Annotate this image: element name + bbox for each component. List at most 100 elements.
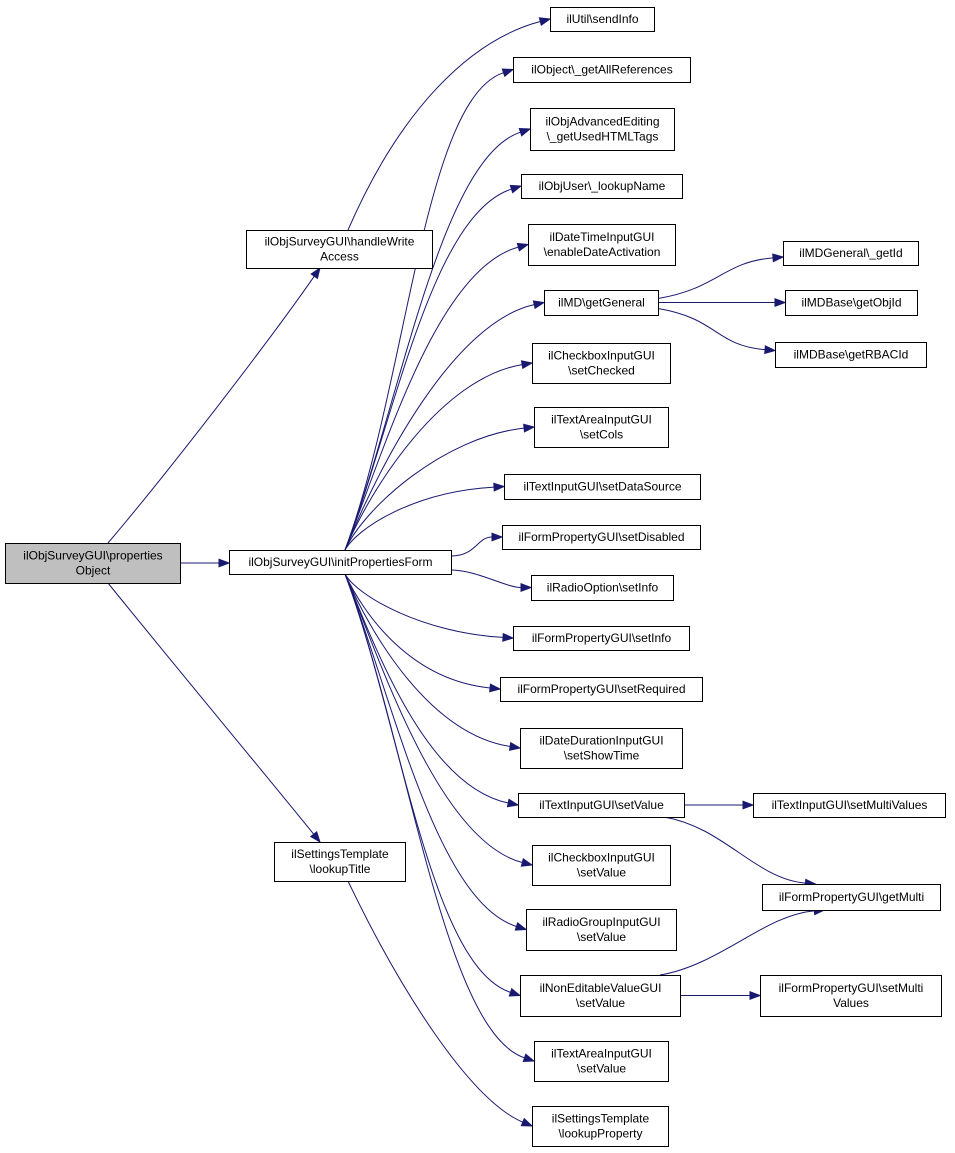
node-ipf[interactable]: ilObjSurveyGUI\initPropertiesForm <box>229 550 452 575</box>
edge-ipf-gg <box>344 304 535 551</box>
node-label: ilObject\_getAllReferences <box>531 63 672 77</box>
node-label: \setValue <box>577 930 626 944</box>
node-mdg[interactable]: ilMDGeneral\_getId <box>783 241 919 266</box>
node-box <box>500 677 703 702</box>
node-label: \setCols <box>580 428 623 442</box>
node-gmul[interactable]: ilFormPropertyGUI\getMulti <box>762 884 941 911</box>
arrowhead-ipf-gar <box>501 68 515 78</box>
node-label: ilSettingsTemplate <box>291 847 389 861</box>
node-sds[interactable]: ilTextInputGUI\setDataSource <box>504 474 701 500</box>
node-grb[interactable]: ilMDBase\getRBACId <box>775 342 927 368</box>
edge-root-lt <box>107 582 315 835</box>
node-label: ilTextInputGUI\setValue <box>539 798 664 812</box>
arrowhead-ipf-fpsi <box>502 632 515 642</box>
node-box <box>521 174 683 199</box>
node-tasc[interactable]: ilTextAreaInputGUI\setCols <box>534 407 669 448</box>
node-box <box>531 575 674 601</box>
edge-gg-grb <box>657 308 766 351</box>
arrowhead-ipf-oae <box>518 128 532 137</box>
call-edges <box>107 17 826 1127</box>
node-label: \lookupProperty <box>558 1127 642 1141</box>
node-box <box>775 342 927 368</box>
arrowhead-ipf-sreq <box>489 683 502 693</box>
node-box <box>526 909 677 951</box>
node-cbsv[interactable]: ilCheckboxInputGUI\setValue <box>532 845 671 886</box>
node-gg[interactable]: ilMD\getGeneral <box>544 290 659 316</box>
node-lp[interactable]: ilSettingsTemplate\lookupProperty <box>532 1106 669 1147</box>
node-label: \enableDateActivation <box>544 245 661 259</box>
edge-gg-mdg <box>657 257 774 299</box>
node-rosi[interactable]: ilRadioOption\setInfo <box>531 575 674 601</box>
node-label: ilMD\getGeneral <box>558 296 645 310</box>
node-si[interactable]: ilUtil\sendInfo <box>550 7 655 32</box>
edge-ipf-sdis <box>450 536 493 557</box>
arrowhead-ipf-lun <box>509 184 523 194</box>
node-fpsmv[interactable]: ilFormPropertyGUI\setMultiValues <box>760 975 942 1017</box>
node-box <box>528 224 676 266</box>
edge-ipf-fpsi <box>344 573 504 638</box>
arrowhead-tisv-smv <box>742 800 755 810</box>
node-box <box>532 845 671 886</box>
node-fpsi[interactable]: ilFormPropertyGUI\setInfo <box>513 626 690 651</box>
arrowhead-root-ipf <box>218 558 231 568</box>
node-label: ilFormPropertyGUI\setMulti <box>779 981 924 995</box>
node-smv[interactable]: ilTextInputGUI\setMultiValues <box>753 793 946 818</box>
node-label: ilTextAreaInputGUI <box>551 1047 652 1061</box>
arrowhead-nesv-fpsmv <box>749 990 762 1001</box>
edge-ipf-cbsc <box>344 364 523 551</box>
node-label: ilRadioOption\setInfo <box>547 581 659 595</box>
node-label: ilFormPropertyGUI\setDisabled <box>518 530 684 544</box>
arrowhead-root-lt <box>309 830 321 844</box>
node-box <box>518 793 685 818</box>
node-box <box>783 241 919 266</box>
node-box <box>513 57 691 83</box>
node-label: Access <box>320 250 359 264</box>
node-label: ilCheckboxInputGUI <box>548 349 655 363</box>
node-box <box>274 842 406 882</box>
node-tisv[interactable]: ilTextInputGUI\setValue <box>518 793 685 818</box>
node-box <box>5 543 181 584</box>
edge-ipf-rosi <box>450 569 522 588</box>
node-box <box>513 626 690 651</box>
node-box <box>532 343 671 384</box>
node-label: ilMDBase\getRBACId <box>794 348 909 362</box>
node-label: ilMDBase\getObjId <box>801 296 901 310</box>
node-lt[interactable]: ilSettingsTemplate\lookupTitle <box>274 842 406 882</box>
arrowhead-ipf-gg <box>532 300 546 310</box>
arrowhead-hwa-si <box>538 17 552 27</box>
node-label: ilSettingsTemplate <box>552 1112 650 1126</box>
node-oae[interactable]: ilObjAdvancedEditing\_getUsedHTMLTags <box>530 108 675 151</box>
edge-lt-lp <box>347 880 523 1123</box>
node-rgsv[interactable]: ilRadioGroupInputGUI\setValue <box>526 909 677 951</box>
arrowhead-lt-lp <box>520 1117 534 1127</box>
node-cbsc[interactable]: ilCheckboxInputGUI\setChecked <box>532 343 671 384</box>
node-dtig[interactable]: ilDateTimeInputGUI\enableDateActivation <box>528 224 676 266</box>
node-label: ilRadioGroupInputGUI <box>542 915 660 929</box>
edge-ipf-sreq <box>344 573 491 689</box>
node-sreq[interactable]: ilFormPropertyGUI\setRequired <box>500 677 703 702</box>
node-label: \setValue <box>577 866 626 880</box>
node-label: ilTextInputGUI\setDataSource <box>523 480 681 494</box>
node-goi[interactable]: ilMDBase\getObjId <box>785 290 918 316</box>
node-sdis[interactable]: ilFormPropertyGUI\setDisabled <box>502 525 701 550</box>
node-tasv[interactable]: ilTextAreaInputGUI\setValue <box>534 1041 669 1082</box>
node-box <box>520 975 681 1017</box>
edge-ipf-lun <box>344 188 512 551</box>
arrowhead-gg-grb <box>764 345 777 355</box>
node-box <box>520 728 683 769</box>
node-ddst[interactable]: ilDateDurationInputGUI\setShowTime <box>520 728 683 769</box>
node-box <box>502 525 701 550</box>
node-gar[interactable]: ilObject\_getAllReferences <box>513 57 691 83</box>
edge-nesv-gmul <box>659 910 815 976</box>
node-lun[interactable]: ilObjUser\_lookupName <box>521 174 683 199</box>
node-label: ilObjSurveyGUI\handleWrite <box>265 235 415 249</box>
edge-ipf-dtig <box>344 246 519 551</box>
node-label: Values <box>833 996 869 1010</box>
node-label: ilDateTimeInputGUI <box>550 230 655 244</box>
arrowhead-ipf-tisv <box>506 798 520 808</box>
arrowhead-ipf-dtig <box>516 242 530 252</box>
node-nesv[interactable]: ilNonEditableValueGUI\setValue <box>520 975 681 1017</box>
